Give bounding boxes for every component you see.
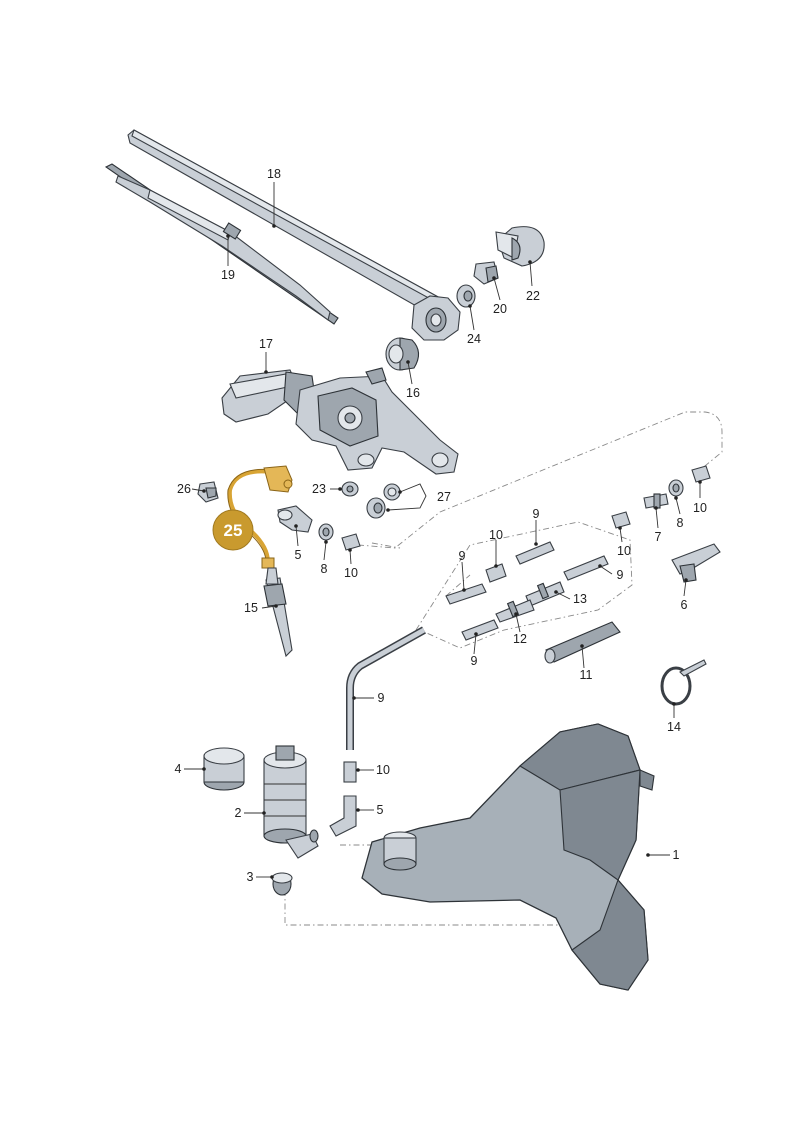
leader-lines (184, 182, 702, 879)
wiper-arm[interactable] (127, 129, 461, 341)
arm-cap[interactable] (495, 226, 545, 267)
label-9-d: 9 (471, 654, 478, 668)
label-19: 19 (221, 268, 235, 282)
label-20: 20 (493, 302, 507, 316)
label-14: 14 (667, 720, 681, 734)
label-10-right-top: 10 (693, 501, 707, 515)
label-5-top: 5 (295, 548, 302, 562)
wiper-blade[interactable] (104, 163, 339, 325)
label-16: 16 (406, 386, 420, 400)
label-26: 26 (177, 482, 191, 496)
label-2: 2 (235, 806, 242, 820)
label-8-top: 8 (321, 562, 328, 576)
label-13: 13 (573, 592, 587, 606)
connector-12[interactable] (495, 599, 535, 623)
label-9-c: 9 (617, 568, 624, 582)
label-4: 4 (175, 762, 182, 776)
label-22: 22 (526, 289, 540, 303)
washer-reservoir-1[interactable] (361, 723, 655, 991)
part-25-badge-label: 25 (224, 521, 243, 540)
sleeve-10-top[interactable] (341, 533, 361, 551)
part-labels: 18 19 22 20 24 17 16 26 23 27 5 8 10 15 … (175, 167, 707, 884)
label-1: 1 (673, 848, 680, 862)
label-10-low: 10 (376, 763, 390, 777)
label-9-e: 9 (378, 691, 385, 705)
connector-13[interactable] (525, 581, 565, 607)
hose-9-d[interactable] (461, 619, 499, 641)
sleeve-10-low[interactable] (343, 761, 357, 783)
label-24: 24 (467, 332, 481, 346)
label-10-top: 10 (344, 566, 358, 580)
elbow-5-low[interactable] (329, 795, 357, 837)
nozzle-15[interactable] (263, 567, 293, 658)
clamp-8-top[interactable] (318, 523, 334, 541)
washer-pump-2[interactable] (263, 745, 319, 859)
sleeve-11[interactable] (544, 621, 621, 664)
grommet-16[interactable] (385, 337, 420, 371)
label-9-a: 9 (533, 507, 540, 521)
hose-9-long[interactable] (346, 626, 426, 750)
label-10-right: 10 (617, 544, 631, 558)
hose-9-a[interactable] (515, 541, 555, 565)
wiper-motor[interactable] (221, 367, 459, 475)
clip-26[interactable] (197, 481, 219, 503)
nut-24[interactable] (456, 284, 476, 308)
hose-9-c[interactable] (563, 555, 609, 581)
clip-20[interactable] (473, 261, 499, 285)
label-15: 15 (244, 601, 258, 615)
cable-tie-14[interactable] (660, 659, 707, 706)
label-27: 27 (437, 490, 451, 504)
label-18: 18 (267, 167, 281, 181)
label-5-low: 5 (377, 803, 384, 817)
clamp-8-right[interactable] (668, 479, 684, 497)
nut-23[interactable] (341, 481, 359, 497)
seal-ring-4[interactable] (203, 747, 245, 791)
label-10-mid: 10 (489, 528, 503, 542)
bushing-27b[interactable] (366, 497, 386, 519)
part-25-badge[interactable]: 25 (212, 509, 254, 551)
hose-9-b[interactable] (445, 583, 487, 605)
elbow-5-top[interactable] (277, 505, 313, 533)
label-3: 3 (247, 870, 254, 884)
label-6: 6 (681, 598, 688, 612)
label-17: 17 (259, 337, 273, 351)
sleeve-10-right[interactable] (611, 511, 631, 529)
label-8-right: 8 (677, 516, 684, 530)
grommet-3[interactable] (271, 872, 293, 896)
connector-7[interactable] (643, 493, 669, 509)
label-23: 23 (312, 482, 326, 496)
bracket-6[interactable] (671, 543, 721, 583)
label-7: 7 (655, 530, 662, 544)
sleeve-10-right-top[interactable] (691, 465, 711, 483)
bushing-27a[interactable] (383, 483, 401, 501)
label-11: 11 (580, 668, 593, 682)
label-9-b: 9 (459, 549, 466, 563)
label-12: 12 (513, 632, 527, 646)
